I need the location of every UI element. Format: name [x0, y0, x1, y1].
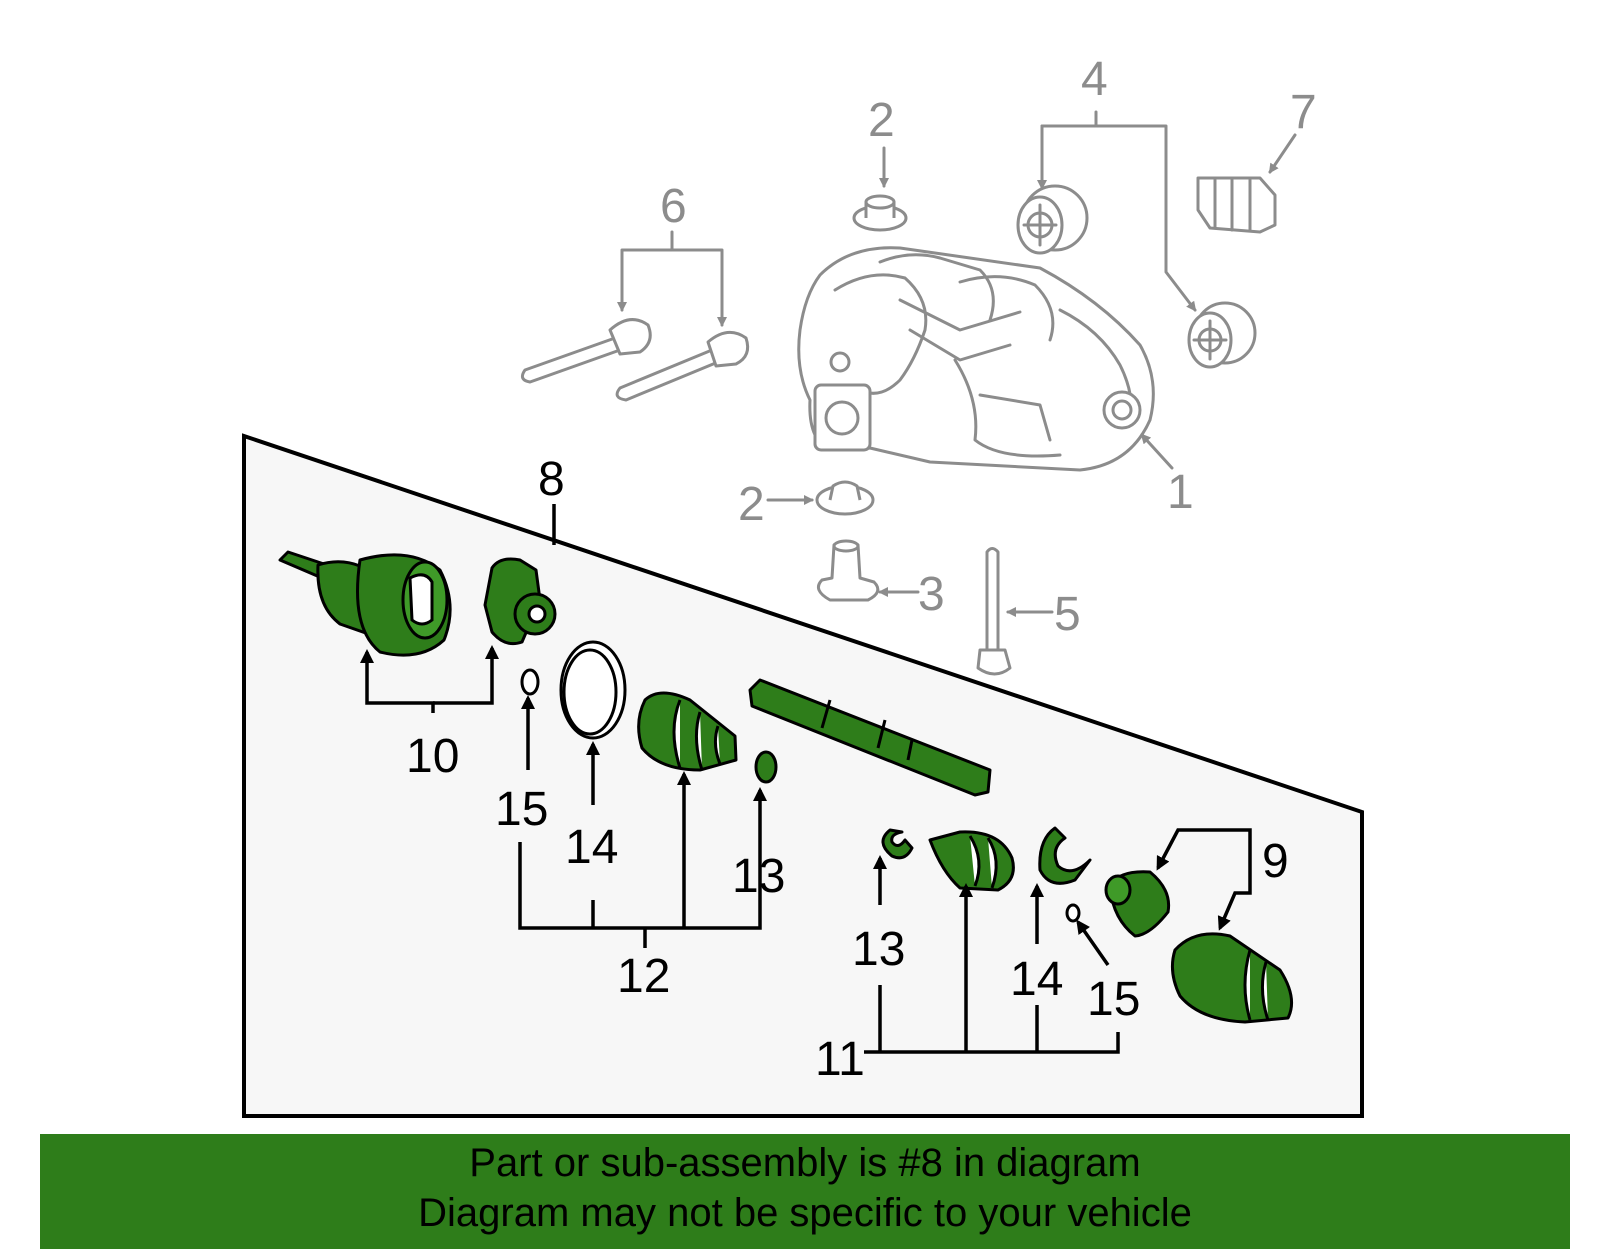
- mount-cushion-top: [852, 194, 908, 232]
- boot-clamp-large-right: [1038, 826, 1092, 885]
- callout-6: 6: [660, 180, 687, 233]
- stud-bolt: [816, 539, 880, 602]
- callout-14-left: 14: [565, 821, 618, 874]
- bushing-lower: [1187, 301, 1257, 369]
- callout-2-bottom: 2: [738, 478, 765, 531]
- boot-clamp-small-right: [881, 828, 914, 860]
- outer-cv-joint: [278, 550, 452, 657]
- callout-13-left: 13: [732, 850, 785, 903]
- callout-1: 1: [1167, 466, 1194, 519]
- callout-11: 11: [815, 1033, 865, 1086]
- background-leaders: [617, 110, 1297, 617]
- callout-4: 4: [1081, 53, 1108, 106]
- callout-9: 9: [1262, 835, 1289, 888]
- callout-3: 3: [918, 568, 945, 621]
- callout-8: 8: [538, 453, 565, 506]
- assembly-leaders: [360, 504, 1252, 1054]
- info-banner: Part or sub-assembly is #8 in diagram Di…: [40, 1134, 1570, 1249]
- cv-boot-left: [637, 691, 738, 772]
- cv-boot-right: [928, 830, 1015, 892]
- banner-text-disclaimer: Diagram may not be specific to your vehi…: [418, 1191, 1192, 1235]
- boot-clamp-large-left: [559, 640, 627, 740]
- wiring-connector: [1196, 176, 1277, 234]
- callout-7: 7: [1290, 86, 1317, 139]
- long-bolt: [976, 547, 1012, 676]
- boot-clamp-small-left: [754, 750, 778, 784]
- callout-14-right: 14: [1010, 953, 1063, 1006]
- callout-15-right: 15: [1087, 973, 1140, 1026]
- mount-cushion-bottom: [815, 480, 875, 516]
- callout-13-right: 13: [852, 923, 905, 976]
- callout-15-left: 15: [495, 783, 548, 836]
- inner-cv-tripod: [1104, 870, 1171, 938]
- bolt-left: [520, 318, 652, 384]
- bolt-right: [615, 330, 750, 402]
- circlip-small-right: [1065, 903, 1081, 923]
- axle-shaft: [748, 678, 992, 797]
- bushing-upper: [1016, 184, 1089, 255]
- cv-tripod: [483, 557, 557, 646]
- callout-2-top: 2: [868, 94, 895, 147]
- inner-cv-housing: [1170, 932, 1294, 1024]
- differential-housing: [797, 246, 1155, 472]
- banner-text-part-number: Part or sub-assembly is #8 in diagram: [469, 1141, 1141, 1185]
- callout-5: 5: [1054, 588, 1081, 641]
- circlip-small-left: [520, 668, 540, 696]
- callout-12: 12: [617, 950, 670, 1003]
- callout-10: 10: [406, 730, 459, 783]
